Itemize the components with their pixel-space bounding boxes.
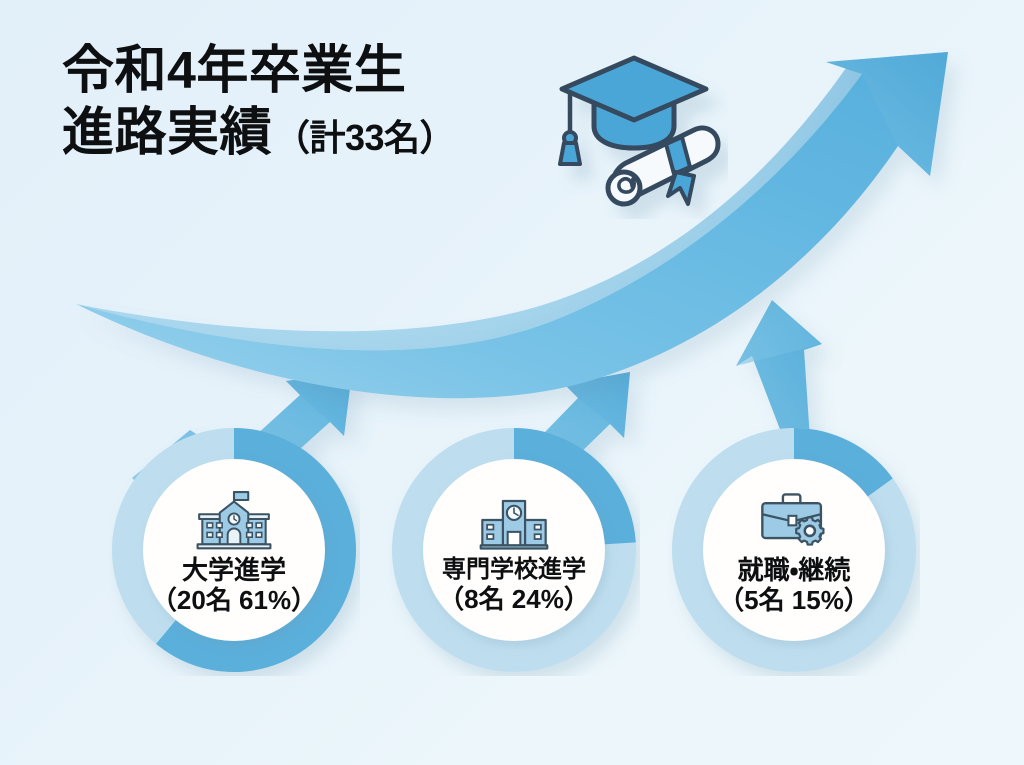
- graduation-cap-and-diploma-icon: [558, 55, 721, 207]
- donut-gauge-university: [112, 428, 356, 672]
- donut-gauge-employment: [672, 428, 916, 672]
- stat-card-university[interactable]: 大学進学 （20名 61%）: [108, 424, 360, 676]
- stat-card-vocational-school[interactable]: 専門学校進学 （8名 24%）: [388, 424, 640, 676]
- page-title-line1: 令和4年卒業生: [62, 42, 407, 100]
- page-title-line2-wrap: 進路実績 （計33名）: [62, 103, 456, 162]
- page-title-line2: 進路実績: [62, 103, 273, 162]
- page-title-total-count: （計33名）: [274, 116, 456, 158]
- title-block: 令和4年卒業生 進路実績 （計33名）: [62, 42, 456, 162]
- stat-card-employment[interactable]: 就職・継続 （5名 15%）: [668, 424, 920, 676]
- rising-swoosh-arrow-icon: [76, 52, 948, 399]
- donut-gauge-active-arc-vocational-school: [392, 428, 636, 672]
- donut-gauge-vocational-school: [392, 428, 636, 672]
- donut-gauge-active-arc-university: [112, 428, 356, 672]
- donut-gauge-active-arc-employment: [672, 428, 916, 672]
